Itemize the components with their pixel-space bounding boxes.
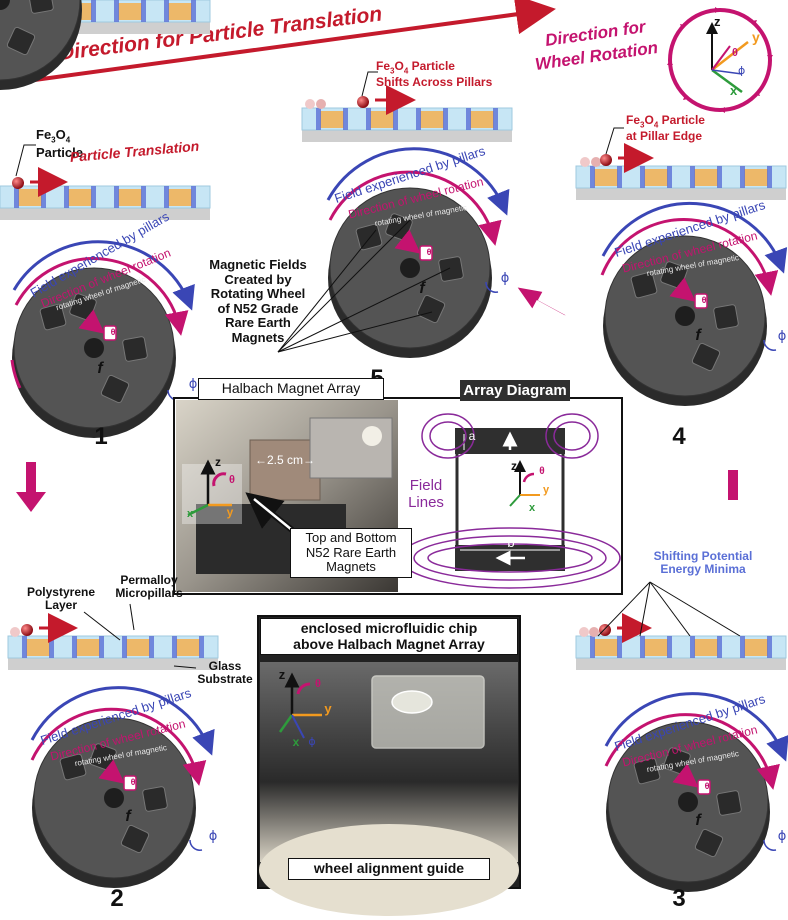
chip-axis-z: z	[278, 667, 286, 682]
wheel-4-phi: ϕ	[777, 329, 787, 344]
halbach-magnet-arrow-inner	[253, 498, 293, 531]
particle-4-ghost1	[580, 157, 590, 167]
chip-body	[371, 675, 485, 749]
shifting-leaders	[597, 581, 741, 637]
halbach-title: Halbach Magnet Array	[198, 378, 384, 400]
particle-label-4: Fe3O4 Particle at Pillar Edge	[626, 113, 705, 144]
translation-arrow	[19, 0, 556, 84]
stage-number-3: 3	[672, 885, 686, 912]
wheel-5-theta: θ	[426, 247, 432, 257]
particle-3	[599, 624, 611, 636]
axis-y-top: y	[752, 29, 760, 45]
wheel-1-f: f	[97, 360, 103, 377]
particle-3-ghost2	[589, 627, 599, 637]
wheel-3-theta: θ	[704, 781, 710, 791]
particle-4	[600, 154, 612, 166]
wheel-2-phi: ϕ	[208, 829, 218, 844]
stage-number-2: 2	[110, 885, 124, 912]
chip-axis-x: x	[292, 735, 300, 749]
halbach-axis-x: x	[186, 508, 194, 520]
substrate-strip-5	[301, 107, 513, 143]
particle-label-5: Fe3O4 Particle Shifts Across Pillars	[376, 59, 493, 90]
wheel-3-phi: ϕ	[777, 829, 787, 844]
wheel-4-f: f	[695, 327, 701, 344]
substrate-strip-3	[575, 635, 787, 671]
particle-5	[357, 96, 369, 108]
halbach-axis-y: y	[226, 505, 234, 519]
wheel-template	[0, 0, 82, 90]
array-axis-theta: θ	[539, 466, 545, 477]
array-axes	[509, 460, 540, 507]
particle-label-leader-1	[15, 144, 36, 177]
axis-z-top: z	[714, 14, 721, 29]
chip-axis-phi: ϕ	[308, 735, 316, 748]
permalloy-leader	[129, 603, 135, 631]
chip-axes	[278, 672, 322, 739]
particle-3-ghost1	[579, 627, 589, 637]
axis-theta-top: θ	[732, 47, 738, 59]
particle-5-ghost2	[316, 99, 326, 109]
chip-well	[391, 690, 433, 714]
magnet-leaders	[277, 217, 451, 353]
halbach-axis-z: z	[215, 455, 221, 469]
chip-axis-y: y	[324, 701, 332, 716]
polystyrene-leader	[83, 611, 121, 641]
particle-label-leader-4	[605, 127, 624, 155]
axis-x-top: x	[730, 83, 738, 98]
halbach-axis-theta: θ	[229, 474, 235, 486]
field-lines	[399, 413, 621, 589]
particle-label-leader-5	[361, 71, 378, 97]
wheel-1-phi: ϕ	[188, 377, 198, 392]
halbach-magnet-block	[249, 439, 321, 501]
chip-axis-theta: θ	[315, 678, 321, 690]
wheel-5-f: f	[419, 280, 425, 297]
wheel-5-phi: ϕ	[500, 271, 510, 286]
wheel-alignment-guide-label: wheel alignment guide	[288, 858, 490, 880]
axis-phi-top: ϕ	[738, 64, 745, 77]
particle-5-ghost1	[305, 99, 315, 109]
wheel-2-theta: θ	[130, 777, 136, 787]
halbach-plate	[309, 417, 393, 479]
array-a-label: a	[468, 429, 476, 443]
halbach-dimension: ←2.5 cm→	[254, 453, 315, 467]
rotation-axes-icon	[667, 7, 773, 113]
array-b-label: b	[507, 535, 515, 550]
array-diagram-title: Array Diagram	[460, 380, 570, 401]
particle-label-1: Fe3O4 Particle	[36, 127, 83, 160]
stage-number-4: 4	[672, 423, 686, 450]
array-axis-x: x	[528, 502, 536, 514]
array-axis-z: z	[511, 459, 517, 473]
array-axis-y: y	[542, 484, 550, 496]
wheel-4-theta: θ	[701, 295, 707, 305]
wheel-2-f: f	[125, 808, 131, 825]
halbach-axes	[182, 459, 242, 524]
particle-4-ghost2	[591, 157, 601, 167]
particle-1	[12, 177, 24, 189]
particle-2-ghost	[10, 627, 20, 637]
particle-2	[21, 624, 33, 636]
wheel-1-theta: θ	[110, 327, 116, 337]
halbach-knob	[362, 426, 382, 446]
field-arcs	[10, 147, 788, 790]
glass-leader	[173, 665, 197, 669]
wheel-3-f: f	[695, 812, 701, 829]
substrate-strip-2	[7, 635, 219, 671]
substrate-strip-4	[575, 165, 787, 201]
stage-number-1: 1	[94, 423, 108, 450]
